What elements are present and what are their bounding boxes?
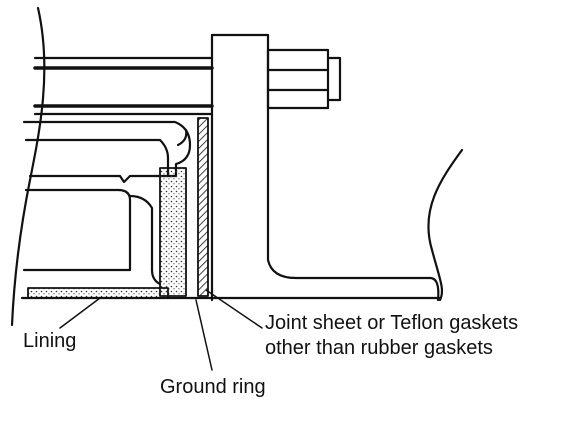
- flange: [210, 33, 440, 302]
- label-ground-ring: Ground ring: [160, 376, 266, 398]
- lining-leader: [59, 297, 101, 329]
- pipe-body-left-edge: [10, 6, 46, 327]
- label-gasket-line2: other than rubber gaskets: [265, 337, 493, 359]
- gasket-leader: [205, 289, 263, 329]
- ground-ring-leader: [195, 299, 213, 371]
- label-gasket-line1: Joint sheet or Teflon gaskets: [265, 312, 519, 334]
- bolt-nut: [266, 48, 330, 110]
- label-lining: Lining: [23, 330, 77, 352]
- gasket-hatched: [197, 117, 209, 297]
